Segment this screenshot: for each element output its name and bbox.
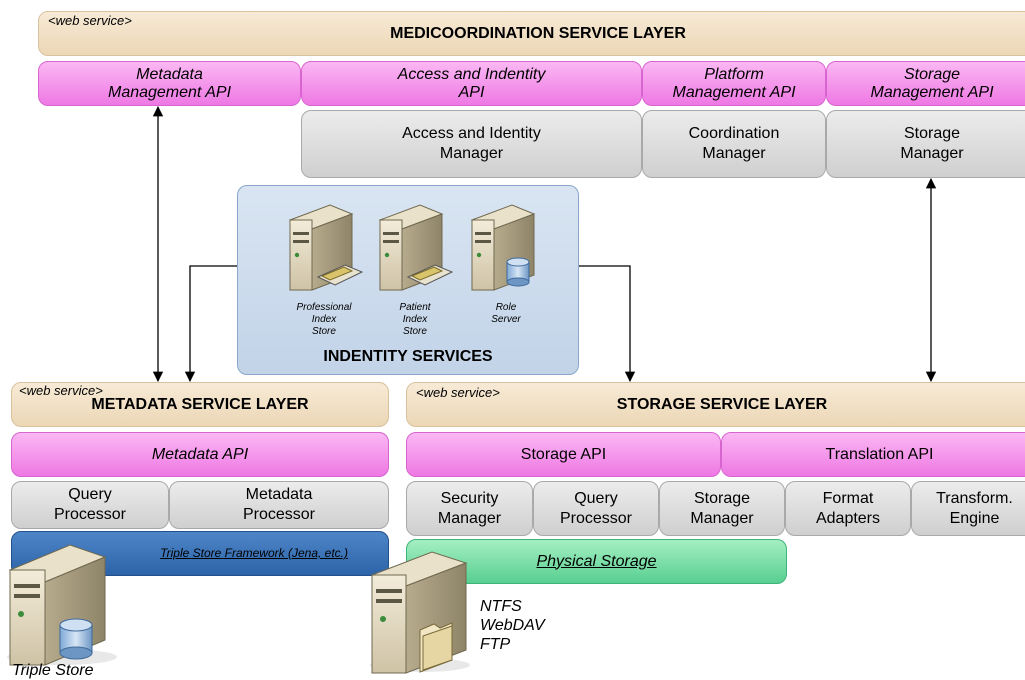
metadata-api-label: Metadata API — [151, 445, 249, 463]
transform-engine-label: Transform. Engine — [936, 489, 1013, 527]
access-identity-manager: Access and Identity Manager — [301, 110, 642, 178]
physical-storage-label: Physical Storage — [536, 552, 657, 570]
platform-management-api-label: Platform Management API — [672, 65, 796, 101]
coordination-manager: Coordination Manager — [642, 110, 826, 178]
storage-manager-top-label: Storage Manager — [900, 125, 964, 162]
server-index-icon — [378, 204, 454, 291]
role-server-label: Role Server — [491, 302, 521, 325]
physical-storage: Physical Storage — [406, 539, 787, 584]
metadata-service-layer: METADATA SERVICE LAYER — [11, 382, 389, 427]
medicoordination-layer-title: MEDICOORDINATION SERVICE LAYER — [390, 24, 686, 42]
metadata-processor: Metadata Processor — [169, 481, 389, 529]
translation-api-label: Translation API — [825, 445, 934, 463]
storage-management-api: Storage Management API — [826, 61, 1025, 106]
storage-manager-bottom: Storage Manager — [659, 481, 785, 536]
medicoordination-layer: MEDICOORDINATION SERVICE LAYER — [38, 11, 1025, 56]
format-adapters: Format Adapters — [785, 481, 911, 536]
storage-protocols-label: NTFS WebDAV FTP — [480, 598, 545, 653]
server-index-icon — [288, 204, 364, 291]
metadata-processor-label: Metadata Processor — [242, 486, 316, 523]
coordination-manager-label: Coordination Manager — [688, 125, 780, 162]
triple-store-label: Triple Store — [12, 662, 94, 679]
storage-manager-top: Storage Manager — [826, 110, 1025, 178]
identity-services-title: INDENTITY SERVICES — [323, 348, 493, 365]
storage-manager-bottom-label: Storage Manager — [690, 489, 754, 527]
medicoordination-web-service-tag: <web service> — [48, 13, 132, 28]
storage-api-label: Storage API — [520, 445, 607, 463]
access-identity-api-label: Access and Indentity API — [397, 65, 546, 101]
metadata-web-service-tag: <web service> — [19, 383, 103, 398]
metadata-query-processor: Query Processor — [11, 481, 169, 529]
storage-query-processor: Query Processor — [533, 481, 659, 536]
storage-web-service-tag: <web service> — [416, 385, 500, 400]
identity-to-metadata-arrow — [184, 265, 237, 383]
access-identity-api: Access and Indentity API — [301, 61, 642, 106]
metadata-management-api-label: Metadata Management API — [107, 65, 232, 101]
platform-management-api: Platform Management API — [642, 61, 826, 106]
metadata-query-processor-label: Query Processor — [53, 486, 127, 523]
server-database-icon — [470, 204, 536, 291]
storage-api: Storage API — [406, 432, 721, 477]
triple-store-server-icon — [7, 544, 117, 666]
storage-management-api-label: Storage Management API — [870, 65, 994, 101]
storage-query-processor-label: Query Processor — [559, 489, 633, 527]
patient-index-store-label: Patient Index Store — [399, 302, 431, 337]
transform-engine: Transform. Engine — [911, 481, 1025, 536]
metadata-management-api: Metadata Management API — [38, 61, 301, 106]
triple-store-framework-label: Triple Store Framework (Jena, etc.) — [160, 546, 348, 560]
access-identity-manager-label: Access and Identity Manager — [402, 125, 541, 162]
metadata-service-layer-title: METADATA SERVICE LAYER — [91, 395, 309, 413]
translation-api: Translation API — [721, 432, 1025, 477]
security-manager: Security Manager — [406, 481, 533, 536]
professional-index-store-label: Professional Index Store — [296, 302, 352, 337]
storage-service-layer-title: STORAGE SERVICE LAYER — [616, 395, 828, 413]
metadata-api: Metadata API — [11, 432, 389, 477]
format-adapters-label: Format Adapters — [815, 489, 881, 527]
storage-service-layer: STORAGE SERVICE LAYER — [406, 382, 1025, 427]
security-manager-label: Security Manager — [437, 489, 502, 527]
physical-storage-server-icon — [370, 551, 470, 674]
triple-store-framework: Triple Store Framework (Jena, etc.) — [11, 531, 389, 576]
identity-to-storage-arrow — [579, 265, 636, 383]
